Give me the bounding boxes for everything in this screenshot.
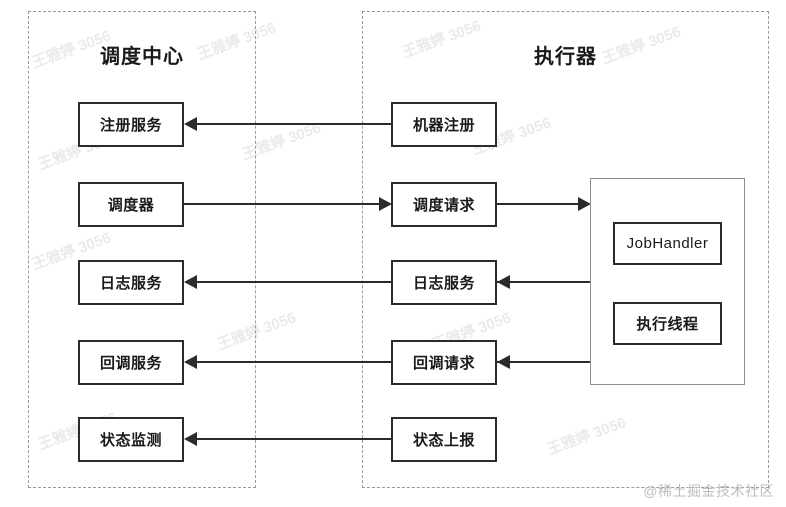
node-log-service-exec[interactable]: 日志服务 [391, 260, 497, 305]
node-callback-service[interactable]: 回调服务 [78, 340, 184, 385]
edge-log-exec-line [497, 281, 591, 283]
edge-schedule-handler-line [497, 203, 583, 205]
zone-scheduling-center-title: 调度中心 [100, 46, 184, 68]
node-register-service[interactable]: 注册服务 [78, 102, 184, 147]
edge-callback-center-line [191, 361, 391, 363]
edge-status-arrowhead [184, 432, 197, 446]
node-scheduler[interactable]: 调度器 [78, 182, 184, 227]
edge-schedule-handler-arrowhead [578, 197, 591, 211]
handler-container [590, 178, 745, 385]
edge-status-line [191, 438, 391, 440]
edge-callback-exec-arrowhead [497, 355, 510, 369]
node-log-service[interactable]: 日志服务 [78, 260, 184, 305]
edge-log-exec-arrowhead [497, 275, 510, 289]
node-status-report[interactable]: 状态上报 [391, 417, 497, 462]
edge-schedule-line [184, 203, 384, 205]
node-job-handler[interactable]: JobHandler [613, 222, 722, 265]
edge-machine-register-line [191, 123, 391, 125]
zone-executor-title: 执行器 [534, 46, 597, 68]
edge-log-center-line [191, 281, 391, 283]
node-machine-register[interactable]: 机器注册 [391, 102, 497, 147]
node-status-monitor[interactable]: 状态监测 [78, 417, 184, 462]
edge-callback-exec-line [497, 361, 591, 363]
credit-watermark: @稀土掘金技术社区 [643, 483, 774, 499]
edge-schedule-arrowhead [379, 197, 392, 211]
zone-executor: 执行器 [362, 11, 769, 488]
node-worker-thread[interactable]: 执行线程 [613, 302, 722, 345]
edge-log-center-arrowhead [184, 275, 197, 289]
node-schedule-request[interactable]: 调度请求 [391, 182, 497, 227]
zone-scheduling-center: 调度中心 [28, 11, 256, 488]
node-callback-request[interactable]: 回调请求 [391, 340, 497, 385]
edge-machine-register-arrowhead [184, 117, 197, 131]
edge-callback-center-arrowhead [184, 355, 197, 369]
